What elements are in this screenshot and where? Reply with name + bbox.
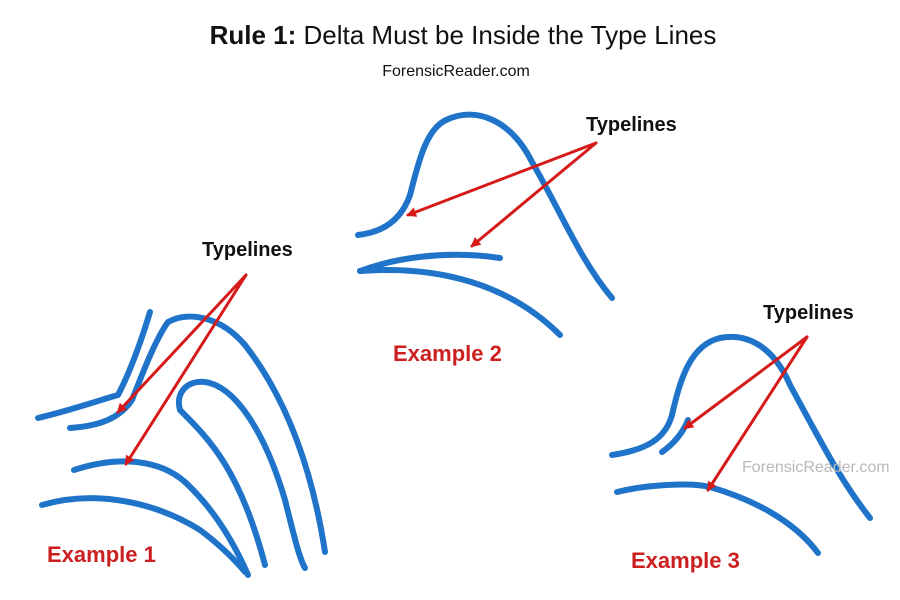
example-1-label: Example 1 [47,542,156,567]
example-3-lower-typeline [614,481,821,556]
example-3-arrow-upper [683,335,809,430]
example-3-drawing [609,333,873,556]
title-rule-text: Delta Must be Inside the Type Lines [296,20,717,50]
example-2-upper-typeline [355,111,615,301]
example-2-lower-typeline [357,251,503,274]
example-1-arrow-lower [124,273,248,466]
example-1-left-ridge [35,309,153,421]
example-1-drawing [35,273,328,578]
example-2-arrow-upper [406,141,598,217]
example-3-typelines-label: Typelines [763,302,854,324]
example-3-arrow-lower [706,335,809,492]
example-1-lower-typeline [71,458,251,578]
example-2-label: Example 2 [393,341,502,366]
example-2-drawing [355,111,615,338]
example-1-arrow-upper [116,273,248,414]
example-1-loop-left-arm [177,407,268,568]
title-rule-number: Rule 1: [209,20,297,50]
example-3-upper-typeline [609,333,873,521]
example-1-bottom-ridge [39,495,248,575]
example-1-typelines-label: Typelines [202,239,293,261]
diagram-title: Rule 1: Delta Must be Inside the Type Li… [0,20,900,51]
example-3-label: Example 3 [631,548,740,573]
example-2-bottom-ridge [357,266,563,338]
example-1-inner-loop [175,378,308,571]
site-credit: ForensicReader.com [382,63,530,80]
example-2-typelines-label: Typelines [586,114,677,136]
example-2-arrow-lower [470,141,598,248]
watermark: ForensicReader.com [742,459,890,476]
